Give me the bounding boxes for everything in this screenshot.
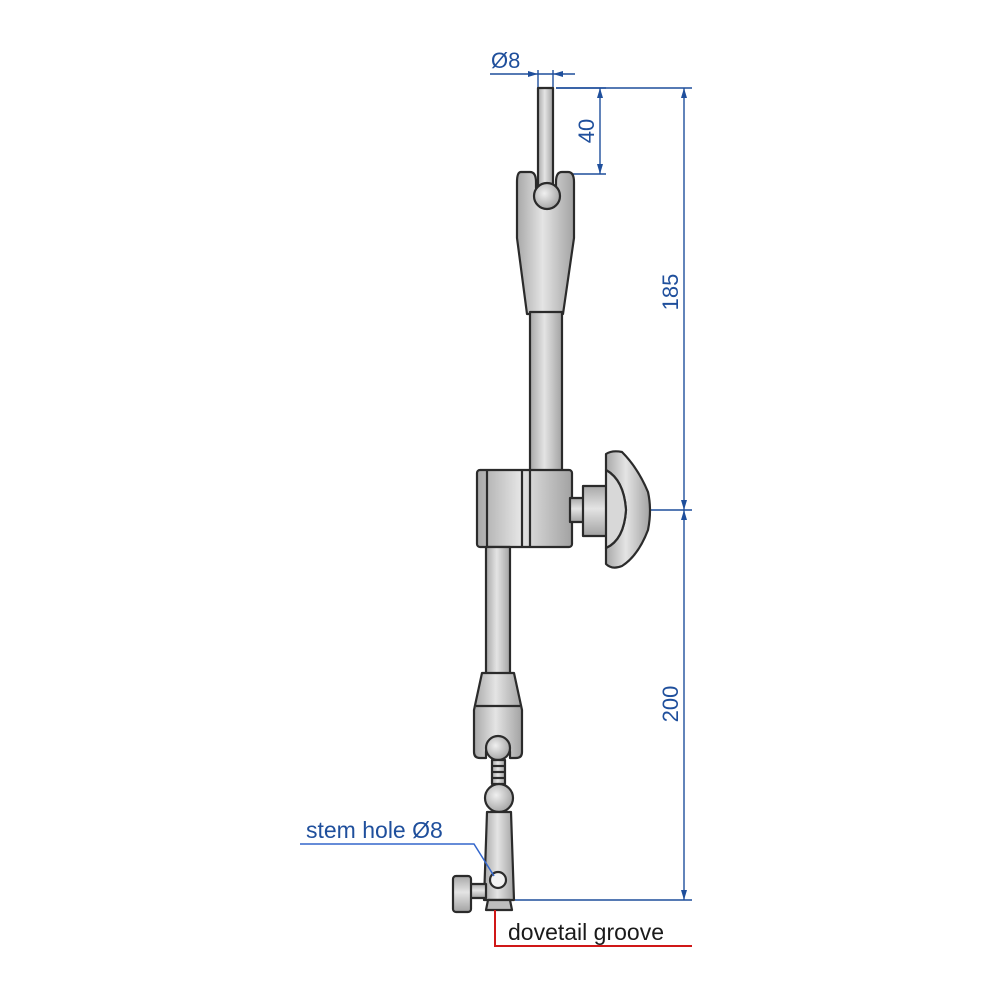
upper-clamp-pivot	[532, 181, 562, 211]
lower-clamp-pivot	[484, 734, 512, 762]
side-clamp-knob	[451, 874, 473, 914]
upper-arm	[528, 310, 564, 479]
dovetail-groove	[484, 898, 514, 912]
articulating-arm	[451, 86, 652, 914]
top-rod	[536, 86, 555, 198]
lower-arm-height-label: 200	[658, 686, 683, 723]
upper-clamp-head	[515, 170, 576, 316]
stem-hole-label: stem hole Ø8	[306, 817, 443, 843]
dimension-lines	[490, 70, 692, 901]
rod-diameter-label: Ø8	[491, 48, 520, 73]
side-clamp-screw	[468, 882, 488, 900]
lower-arm	[484, 545, 512, 679]
dimension-arrows	[528, 71, 687, 900]
dovetail-leader	[494, 910, 692, 947]
upper-arm-height-label: 185	[658, 274, 683, 311]
stem-hole-leader	[300, 843, 495, 877]
dovetail-label: dovetail groove	[508, 919, 664, 945]
ball-joint	[483, 782, 515, 814]
rod-length-label: 40	[574, 119, 599, 143]
knob-collar	[581, 484, 609, 538]
central-joint-block	[475, 468, 574, 549]
